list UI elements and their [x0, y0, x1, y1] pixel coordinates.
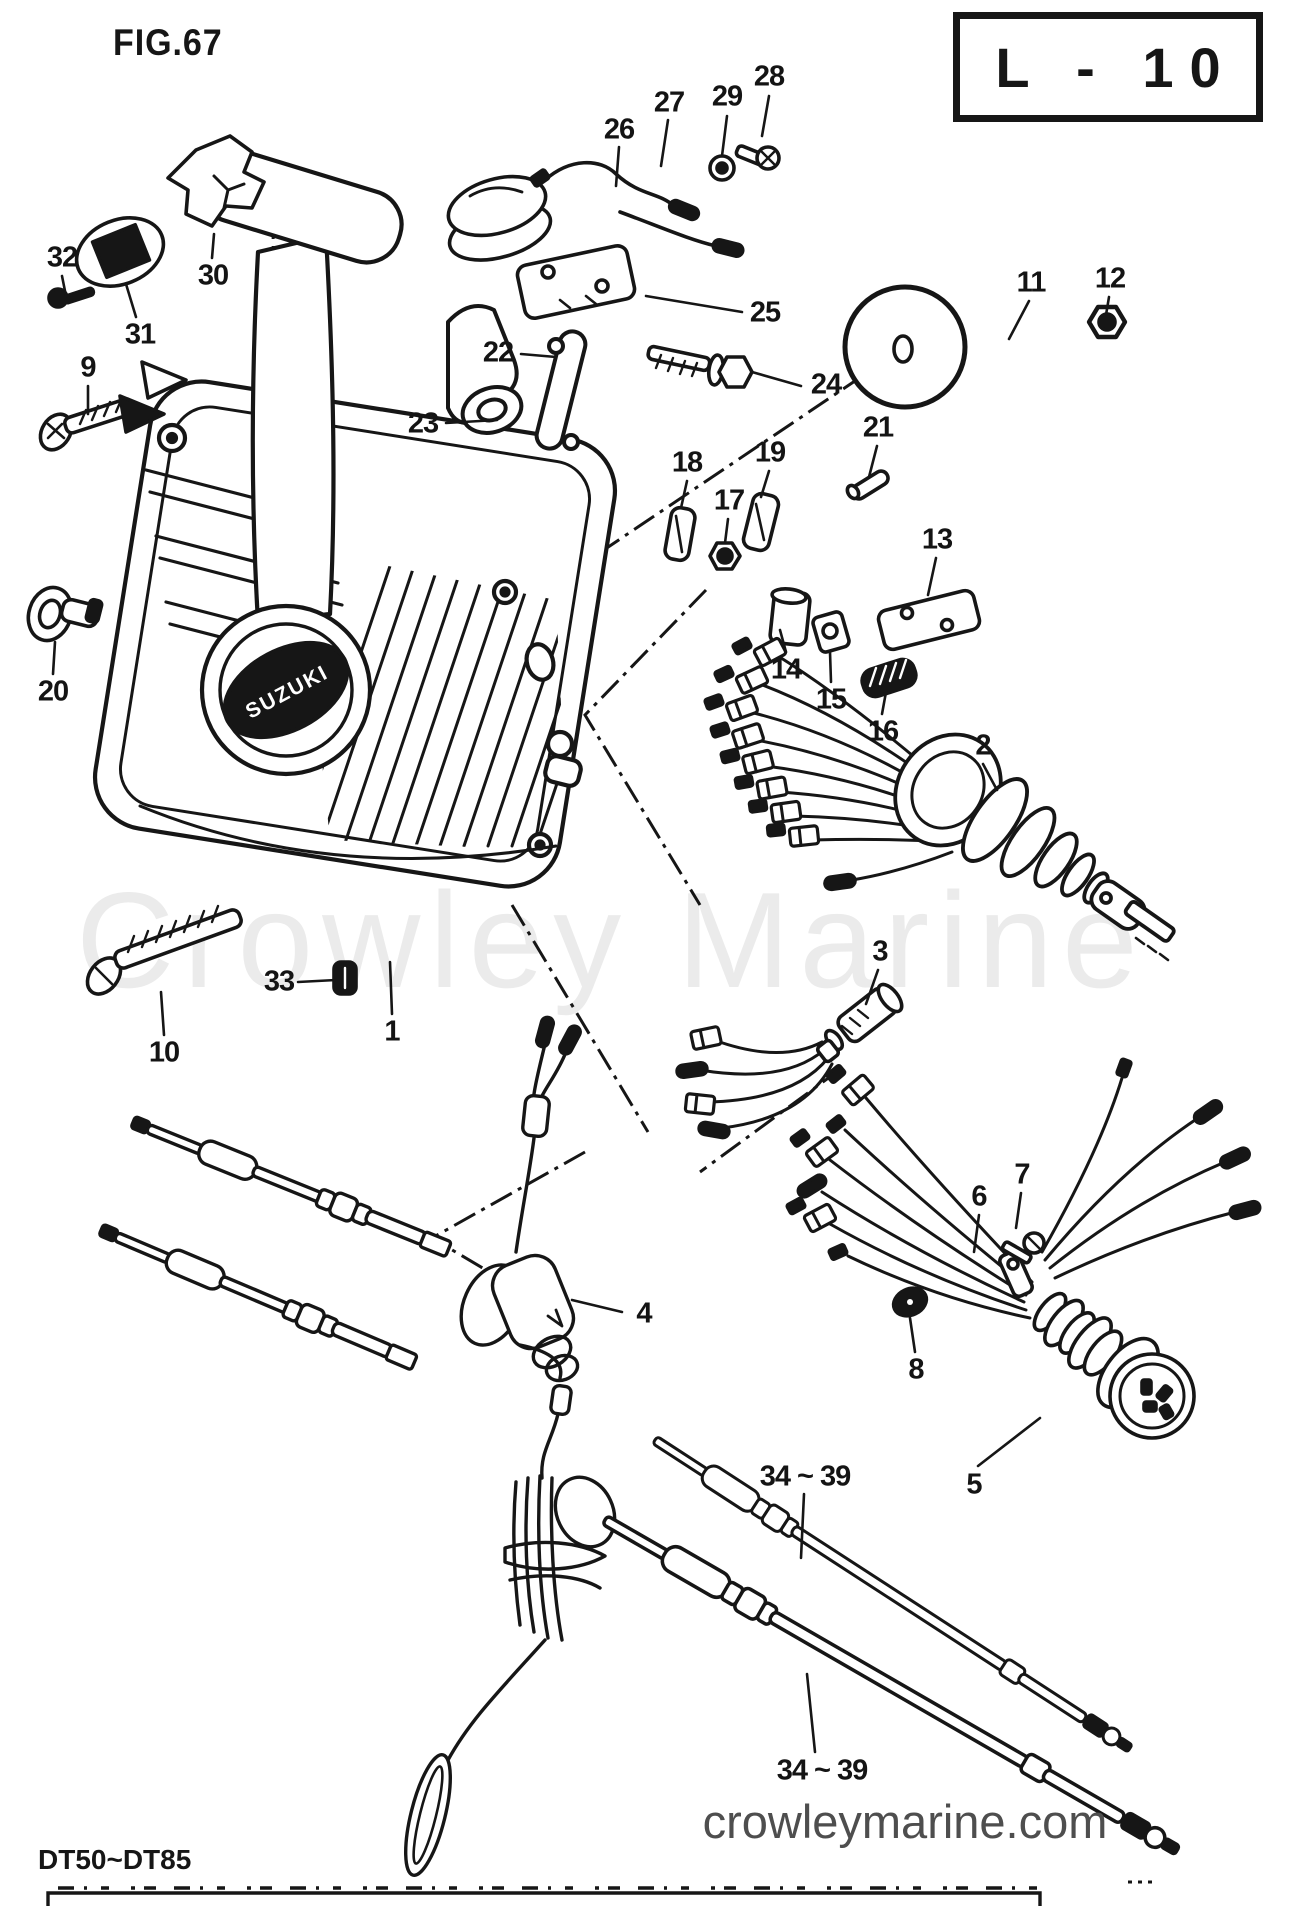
- ignition-key: [1089, 879, 1176, 962]
- part-12-nut: [1086, 304, 1128, 340]
- cable-left-1: [126, 1109, 455, 1263]
- cables: [94, 1109, 1186, 1864]
- hub-badge: [222, 640, 350, 740]
- part-20-plug: [26, 585, 104, 643]
- lanyard-coil: [503, 1474, 617, 1642]
- site-watermark: crowleymarine.com: [702, 1795, 1108, 1848]
- part-15-nut: [811, 610, 851, 654]
- part-30-clamp: [166, 134, 266, 228]
- part-5-connector: [1032, 1291, 1196, 1440]
- control-box: [92, 379, 618, 889]
- part-28-bolt: [734, 144, 781, 171]
- harness-5-assembly: [784, 1056, 1263, 1440]
- part-17-nut: [708, 541, 742, 571]
- part-9-bolt: [38, 396, 135, 452]
- part-7-bolt: [1000, 1231, 1046, 1265]
- part-10-bolt: [85, 904, 243, 996]
- assembly-arrow: [140, 360, 188, 400]
- key-switch-assembly: [702, 635, 1176, 962]
- footer-table-edge: [46, 1880, 1158, 1906]
- part-13-plate: [876, 588, 982, 652]
- lanyard-assembly: [404, 1014, 617, 1877]
- part-25-plate: [515, 244, 637, 320]
- box-louvers: [144, 468, 354, 673]
- cable-left-2: [94, 1217, 421, 1376]
- lanyard-clip-plate: [490, 1253, 576, 1351]
- figure-label: FIG.67: [113, 22, 223, 63]
- leader-lines: [51, 94, 1111, 1754]
- part-21-pin: [845, 469, 890, 501]
- part-16-spring: [860, 657, 918, 699]
- part-14-cylinder: [768, 587, 812, 647]
- part-26-cap: [446, 174, 553, 262]
- part-24-bolt: [646, 344, 754, 389]
- page-code-box: L - 10: [953, 12, 1263, 122]
- switch-3-assembly: [674, 982, 904, 1141]
- page-code: L - 10: [995, 35, 1237, 99]
- model-range: DT50~DT85: [38, 1844, 192, 1875]
- watermark-text: Crowley Marine: [76, 864, 1147, 1016]
- small-parts: [26, 134, 1128, 996]
- part-11-disc: [842, 284, 968, 410]
